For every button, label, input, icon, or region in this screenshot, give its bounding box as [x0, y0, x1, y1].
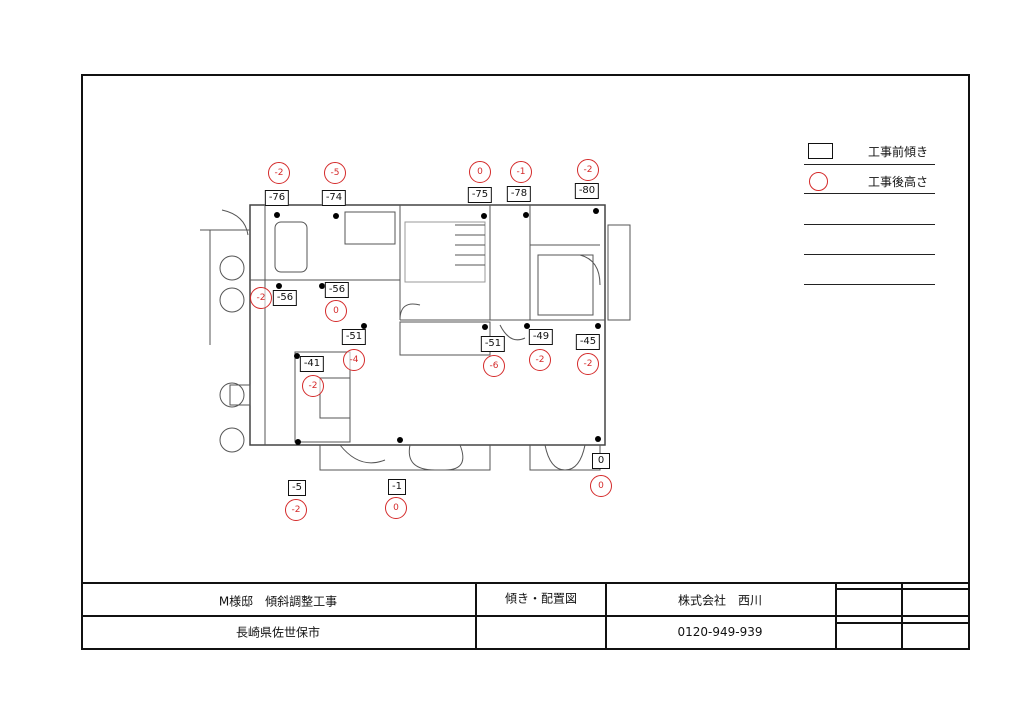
after-value: -4 [343, 349, 365, 371]
before-value: 0 [592, 453, 610, 469]
measurement-point [523, 212, 529, 218]
legend-divider [804, 284, 935, 285]
after-value: 0 [469, 161, 491, 183]
after-value: -2 [268, 162, 290, 184]
measurement-point [294, 353, 300, 359]
before-value: -75 [467, 187, 493, 203]
company-phone: 0120-949-939 [677, 625, 763, 639]
before-value: -49 [528, 329, 554, 345]
after-value: -2 [577, 159, 599, 181]
measurement-point [524, 323, 530, 329]
after-value: -5 [324, 162, 346, 184]
measurement-point [295, 439, 301, 445]
before-value: -5 [288, 480, 306, 496]
measurement-point [397, 437, 403, 443]
before-value: -78 [506, 186, 532, 202]
after-value: -1 [510, 161, 532, 183]
divider [81, 615, 968, 617]
after-value: -2 [250, 287, 272, 309]
divider [835, 622, 968, 624]
before-value: -45 [575, 334, 601, 350]
legend-before-label: 工事前傾き [868, 145, 929, 159]
legend-box-icon [808, 143, 833, 159]
before-value: -56 [272, 290, 298, 306]
before-value: -51 [341, 329, 367, 345]
legend-divider [804, 254, 935, 255]
divider [81, 582, 968, 584]
before-value: -51 [480, 336, 506, 352]
company-name: 株式会社 西川 [677, 593, 763, 608]
divider [605, 582, 607, 648]
after-value: -2 [285, 499, 307, 521]
divider [835, 588, 968, 590]
legend-circle-icon [809, 172, 828, 191]
after-value: -6 [483, 355, 505, 377]
before-value: -56 [324, 282, 350, 298]
measurement-point [361, 323, 367, 329]
project-location: 長崎県佐世保市 [235, 625, 321, 640]
measurement-point [595, 436, 601, 442]
measurement-point [481, 213, 487, 219]
divider [475, 582, 477, 648]
before-value: -1 [388, 479, 406, 495]
before-value: -74 [321, 190, 347, 206]
after-value: 0 [590, 475, 612, 497]
measurement-point [482, 324, 488, 330]
legend-divider [804, 164, 935, 165]
before-value: -76 [264, 190, 290, 206]
before-value: -80 [574, 183, 600, 199]
after-value: 0 [385, 497, 407, 519]
before-value: -41 [299, 356, 325, 372]
measurement-point [276, 283, 282, 289]
measurement-point [274, 212, 280, 218]
legend-after-label: 工事後高さ [868, 175, 929, 189]
after-value: -2 [302, 375, 324, 397]
after-value: -2 [577, 353, 599, 375]
after-value: -2 [529, 349, 551, 371]
measurement-point [319, 283, 325, 289]
measurement-point [595, 323, 601, 329]
divider [835, 582, 837, 648]
drawing-frame [81, 74, 970, 650]
drawing-title: 傾き・配置図 [504, 591, 578, 606]
after-value: 0 [325, 300, 347, 322]
measurement-point [333, 213, 339, 219]
legend-divider [804, 193, 935, 194]
measurement-point [593, 208, 599, 214]
divider [901, 582, 903, 648]
project-name: M様邸 傾斜調整工事 [218, 594, 338, 609]
legend-divider [804, 224, 935, 225]
